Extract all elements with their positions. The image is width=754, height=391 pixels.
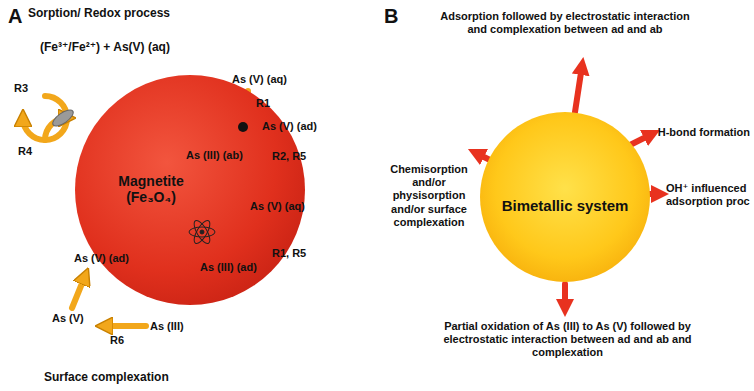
node-title: Bimetallic system — [500, 197, 630, 214]
species-label: As (V) (aq) — [232, 73, 287, 86]
species-label: As (V) (ad) — [74, 252, 129, 265]
species-label: As (V) — [52, 312, 84, 325]
reaction-number: R3 — [14, 82, 28, 95]
red-arrows — [476, 66, 660, 308]
grey-particle — [50, 107, 75, 129]
panel-letter: B — [384, 4, 398, 28]
species-label: As (V) (ad) — [262, 120, 317, 133]
reaction-number: R4 — [18, 145, 32, 158]
atom-symbol — [189, 218, 215, 246]
species-label: As (III) (ad) — [200, 261, 257, 274]
bimetallic-circle: Bimetallic system — [480, 112, 650, 282]
black-dot — [238, 122, 248, 132]
panel-title: Sorption/ Redox process — [28, 6, 170, 20]
species-label: As (V) (aq) — [250, 200, 305, 213]
reaction-number: R6 — [110, 334, 124, 347]
mechanism-label: H-bond formation — [658, 126, 750, 139]
panel-caption: Surface complexation — [44, 370, 169, 384]
species-label: As (III) — [150, 320, 184, 333]
reaction-text: (Fe³⁺/Fe²⁺) + As(V) (aq) — [40, 40, 170, 54]
mechanism-label: Partial oxidation of As (III) to As (V) … — [440, 320, 695, 360]
panel-letter: A — [8, 4, 22, 28]
magnetite-sphere: Magnetite (Fe₃O₄) — [75, 75, 305, 305]
mechanism-label: Adsorption followed by electrostatic int… — [435, 10, 695, 36]
reaction-number: R1 — [256, 97, 270, 110]
species-label: As (III) (ab) — [186, 149, 243, 162]
reaction-number: R1, R5 — [272, 247, 306, 260]
node-title: Magnetite (Fe₃O₄) — [103, 173, 199, 205]
reaction-number: R2, R5 — [272, 150, 306, 163]
mechanism-label: OH⁺ influenced adsorption proc — [666, 182, 750, 208]
mechanism-label: Chemisorption and/or physisorption and/o… — [383, 163, 475, 229]
